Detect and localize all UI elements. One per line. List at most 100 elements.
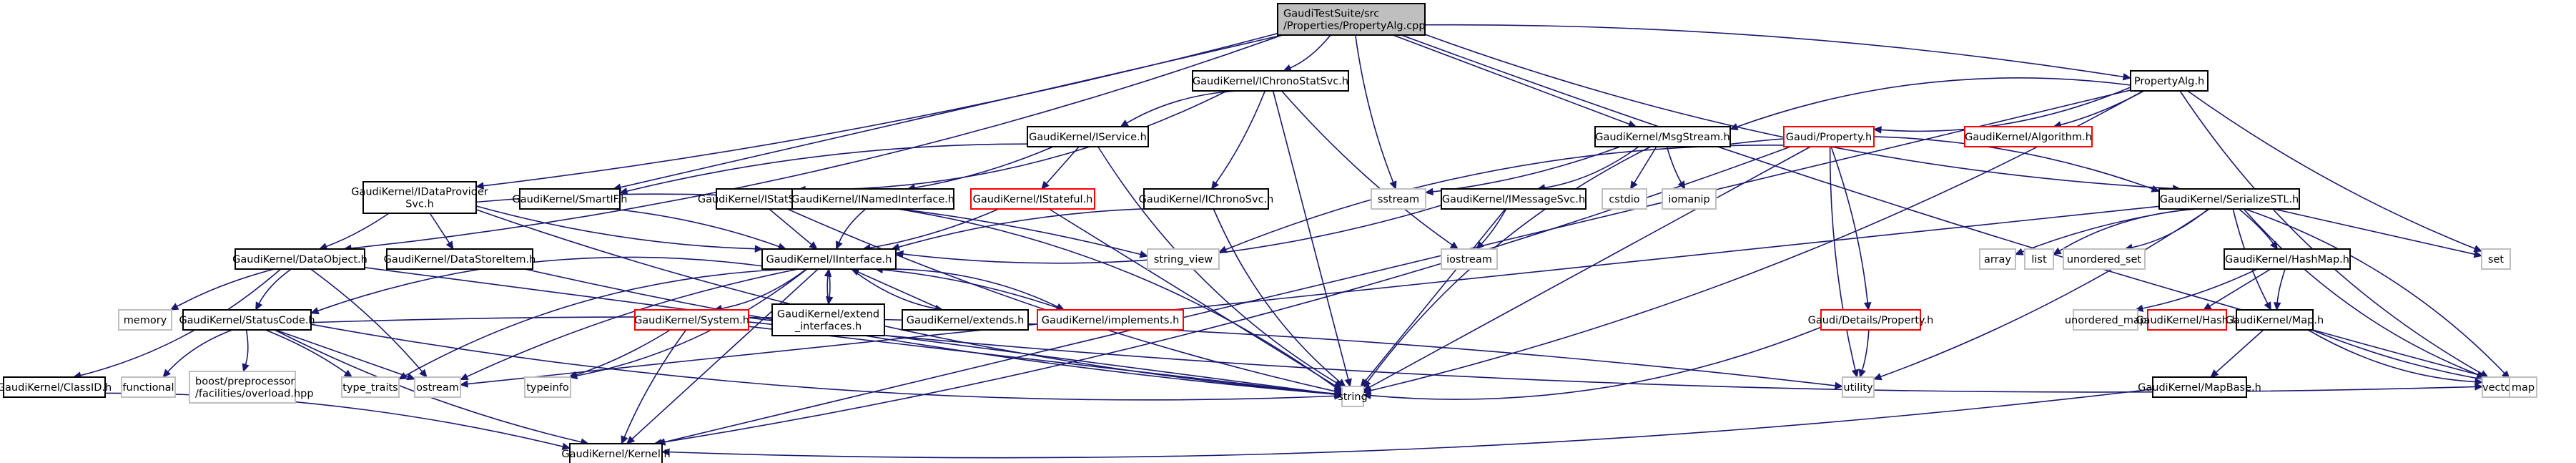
- node-istateful[interactable]: GaudiKernel/IStateful.h: [970, 188, 1095, 210]
- node-ichronostatsvc[interactable]: GaudiKernel/IChronoStatSvc.h: [1192, 70, 1349, 92]
- edge-StatusCode-to-boost_overload: [242, 329, 250, 373]
- node-istatsvc[interactable]: GaudiKernel/IStatSvc.h: [698, 188, 816, 210]
- edge-line: [1354, 34, 1394, 182]
- node-box: [2024, 248, 2054, 270]
- arrowhead-icon: [242, 363, 250, 373]
- edge-line: [405, 268, 794, 376]
- node-dataobject[interactable]: GaudiKernel/DataObject.h: [232, 248, 367, 270]
- node-box: [716, 188, 799, 210]
- node-system[interactable]: GaudiKernel/System.h: [634, 309, 749, 331]
- node-hash[interactable]: GaudiKernel/Hash.h: [2136, 309, 2239, 331]
- edge-extend_interfaces-to-IInterface: [824, 268, 832, 305]
- node-smartif[interactable]: GaudiKernel/SmartIF.h: [513, 188, 628, 210]
- node-label: sstream: [1378, 194, 1419, 205]
- node-hashmap[interactable]: GaudiKernel/HashMap.h: [2224, 248, 2351, 270]
- node-label: GaudiKernel/IDataProvider: [351, 187, 488, 198]
- arrowhead-icon: [459, 373, 469, 381]
- node-label: GaudiKernel/StatusCode.h: [179, 315, 315, 326]
- edge-line: [258, 268, 292, 304]
- node-label: GaudiKernel/DataObject.h: [232, 254, 367, 265]
- edge-line: [1048, 208, 1336, 387]
- edge-root-to-IDataProviderSvc: [475, 32, 1278, 190]
- edge-line: [1370, 90, 2144, 391]
- node-box: [1143, 188, 1269, 210]
- node-datastoreitem[interactable]: GaudiKernel/DataStoreItem.h: [384, 248, 536, 270]
- nodes-layer: GaudiTestSuite/src/Properties/PropertyAl…: [0, 3, 2537, 463]
- node-statuscode[interactable]: GaudiKernel/StatusCode.h: [179, 309, 315, 331]
- node-extend-interfaces[interactable]: GaudiKernel/extend_interfaces.h: [771, 303, 885, 336]
- arrowhead-icon: [2122, 73, 2132, 81]
- node-label: utility: [1843, 382, 1873, 394]
- node-mapbase[interactable]: GaudiKernel/MapBase.h: [2138, 376, 2261, 398]
- edge-implements-to-IInterface: [874, 265, 1065, 311]
- node-label: GaudiKernel/Kernel.h: [561, 449, 670, 460]
- arrowhead-icon: [626, 436, 636, 444]
- node-box: [1192, 70, 1349, 92]
- edge-MapBase-to-Kernel: [661, 388, 2153, 459]
- node-box: [761, 248, 897, 270]
- arrowhead-icon: [1120, 120, 1130, 127]
- node-inamedinterface[interactable]: GaudiKernel/INamedInterface.h: [791, 188, 954, 210]
- node-propertyalg[interactable]: PropertyAlg.h: [2130, 70, 2209, 92]
- edge-IMessageSvc-to-string: [1360, 208, 1506, 387]
- edge-line: [623, 329, 687, 438]
- edge-root-to-SmartIF: [612, 34, 1283, 191]
- node-typeinfo: typeinfo: [524, 376, 571, 398]
- arrowhead-icon: [1333, 382, 1343, 391]
- edge-line: [1097, 146, 1337, 384]
- node-label: Gaudi/Property.h: [1786, 132, 1872, 143]
- node-box: [771, 303, 885, 336]
- edge-line: [1126, 90, 1238, 124]
- node-iservice[interactable]: GaudiKernel/IService.h: [1027, 126, 1149, 147]
- edge-IInterface-to-implements: [875, 268, 1065, 311]
- arrowhead-icon: [1729, 123, 1739, 131]
- node-label: GaudiKernel/INamedInterface.h: [791, 194, 954, 205]
- edge-IDataProviderSvc-to-IInterface: [475, 205, 764, 253]
- arrowhead-icon: [2269, 240, 2279, 250]
- edge-line: [475, 209, 1336, 394]
- node-implements[interactable]: GaudiKernel/implements.h: [1037, 309, 1184, 331]
- edge-line: [524, 268, 1336, 395]
- edge-line: [914, 146, 1054, 189]
- edge-IInterface-to-StatusCode: [310, 256, 763, 315]
- node-map[interactable]: GaudiKernel/Map.h: [2226, 309, 2324, 331]
- node-label: iomanip: [1668, 194, 1709, 205]
- edge-line: [1830, 146, 1869, 303]
- edge-line: [265, 329, 347, 374]
- node-classid[interactable]: GaudiKernel/ClassID.h: [0, 376, 112, 398]
- node-algorithm[interactable]: GaudiKernel/Algorithm.h: [1964, 126, 2093, 147]
- edge-PropertyAlg-to-set: [2187, 90, 2483, 253]
- arrowhead-icon: [406, 373, 416, 381]
- node-array: array: [1979, 248, 2016, 270]
- arrowhead-icon: [1872, 373, 1882, 381]
- node-kernel[interactable]: GaudiKernel/Kernel.h: [561, 443, 671, 463]
- edge-line: [851, 268, 936, 309]
- node-imessagesvc[interactable]: GaudiKernel/IMessageSvc.h: [1441, 188, 1586, 210]
- node-root[interactable]: GaudiTestSuite/src/Properties/PropertyAl…: [1277, 3, 1426, 36]
- edge-StatusCode-to-ostream: [275, 329, 416, 381]
- edge-line: [897, 208, 1337, 389]
- node-gaudiproperty[interactable]: Gaudi/Property.h: [1783, 126, 1875, 147]
- node-extends[interactable]: GaudiKernel/extends.h: [902, 309, 1029, 331]
- node-label: array: [1984, 254, 2011, 265]
- node-detailsproperty[interactable]: Gaudi/Details/Property.h: [1808, 309, 1934, 331]
- edge-line: [1281, 90, 1453, 245]
- node-map: map: [2509, 376, 2537, 398]
- edge-SerializeSTL-to-vector: [2243, 208, 2486, 379]
- node-serializestl[interactable]: GaudiKernel/SerializeSTL.h: [2158, 188, 2300, 210]
- node-label: ostream: [416, 382, 459, 394]
- node-label: unordered_map: [2065, 315, 2146, 326]
- edge-DataObject-to-memory: [169, 268, 275, 311]
- arrowhead-icon: [2473, 250, 2483, 258]
- node-box: [1147, 248, 1220, 270]
- node-ichronosvc[interactable]: GaudiKernel/IChronoSvc.h: [1139, 188, 1274, 210]
- edge-line: [1481, 208, 1507, 245]
- edge-line: [104, 392, 563, 447]
- node-box: [235, 248, 365, 270]
- arrowhead-icon: [661, 448, 670, 456]
- edge-line: [1290, 34, 1331, 69]
- edge-line: [576, 329, 671, 376]
- node-iinterface[interactable]: GaudiKernel/IInterface.h: [761, 248, 897, 270]
- node-msgstream[interactable]: GaudiKernel/MsgStream.h: [1594, 126, 1731, 147]
